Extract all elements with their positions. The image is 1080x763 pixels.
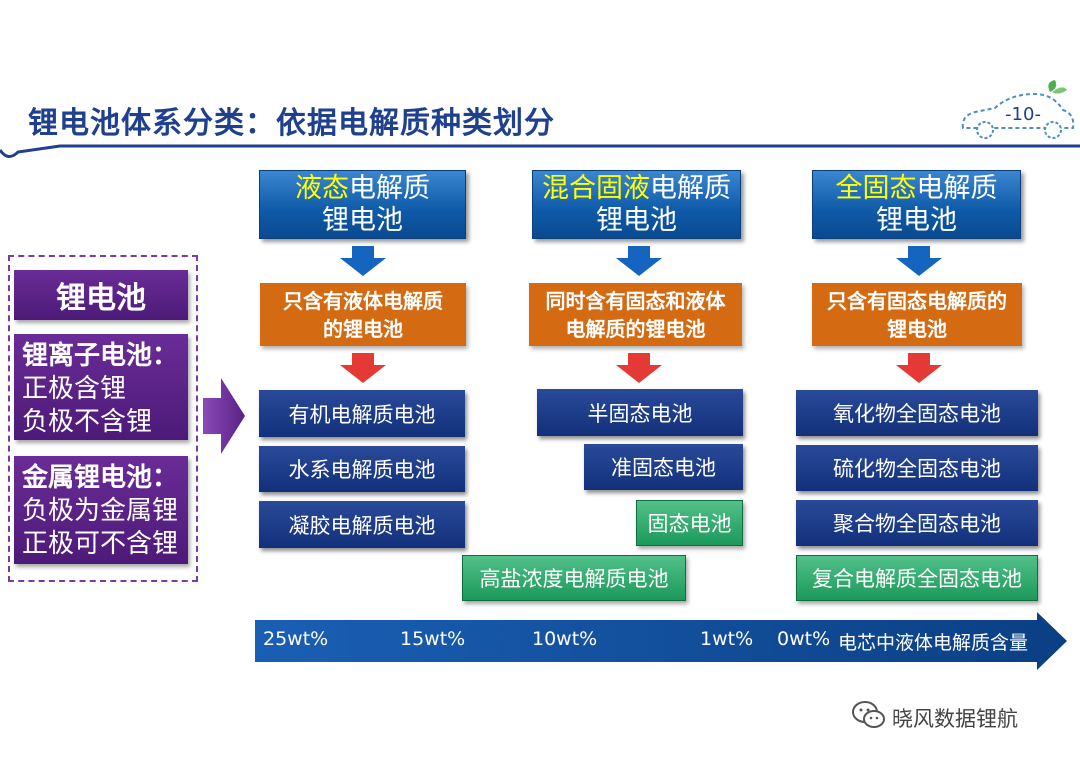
- battery-aqueous-electrolyte: 水系电解质电池: [259, 446, 465, 492]
- header-solid-rest: 电解质: [916, 172, 998, 204]
- down-arrow-icon: [340, 353, 386, 383]
- header-solid: 全固态电解质 锂电池: [812, 170, 1021, 239]
- header-hybrid-highlight: 混合固液: [542, 172, 650, 204]
- battery-oxide-solid: 氧化物全固态电池: [796, 390, 1038, 436]
- axis-tick: 25wt%: [263, 628, 329, 650]
- lithium-battery-title: 锂电池: [14, 270, 188, 320]
- header-liquid-line2: 锂电池: [322, 204, 403, 236]
- header-liquid-rest: 电解质: [349, 172, 430, 204]
- header-hybrid-line2: 锂电池: [596, 204, 677, 236]
- battery-organic-electrolyte: 有机电解质电池: [259, 390, 465, 437]
- li-metal-line2: 正极可不含锂: [22, 529, 179, 559]
- battery-semi-solid: 半固态电池: [537, 389, 743, 436]
- li-ion-heading: 锂离子电池：: [22, 341, 179, 371]
- page-number: -10-: [1005, 104, 1041, 125]
- down-arrow-icon: [616, 353, 662, 383]
- li-ion-line2: 负极不含锂: [22, 407, 153, 437]
- li-ion-box: 锂离子电池： 正极含锂 负极不含锂: [14, 334, 188, 440]
- down-arrow-icon: [896, 353, 942, 383]
- li-ion-line1: 正极含锂: [22, 374, 127, 404]
- axis-tick: 10wt%: [532, 628, 598, 650]
- header-hybrid-rest: 电解质: [650, 172, 731, 204]
- header-liquid-highlight: 液态: [295, 172, 349, 204]
- right-arrow-icon: [203, 378, 245, 454]
- car-logo-icon: [961, 80, 1075, 139]
- wechat-icon: [852, 701, 885, 728]
- battery-gel-electrolyte: 凝胶电解质电池: [259, 501, 465, 548]
- battery-polymer-solid: 聚合物全固态电池: [796, 500, 1038, 546]
- description-solid: 只含有固态电解质的锂电池: [812, 283, 1022, 346]
- battery-solid-state: 固态电池: [636, 500, 743, 546]
- battery-high-salt: 高盐浓度电解质电池: [462, 555, 686, 601]
- description-hybrid: 同时含有固态和液体电解质的锂电池: [529, 283, 742, 346]
- down-arrow-icon: [616, 246, 662, 276]
- battery-sulfide-solid: 硫化物全固态电池: [796, 445, 1038, 491]
- li-metal-line1: 负极为金属锂: [22, 496, 179, 526]
- axis-tick: 15wt%: [400, 628, 466, 650]
- header-solid-line2: 锂电池: [876, 204, 957, 236]
- battery-quasi-solid: 准固态电池: [584, 444, 743, 490]
- battery-composite-solid: 复合电解质全固态电池: [796, 555, 1038, 601]
- axis-label: 电芯中液体电解质含量: [838, 632, 1029, 654]
- axis-tick: 1wt%: [700, 628, 754, 650]
- battery-type-frame: [8, 255, 198, 582]
- down-arrow-icon: [340, 246, 386, 276]
- description-liquid: 只含有液体电解质的锂电池: [260, 283, 466, 346]
- li-metal-box: 金属锂电池： 负极为金属锂 正极可不含锂: [14, 456, 188, 564]
- li-metal-heading: 金属锂电池：: [22, 463, 179, 493]
- source-watermark: 晓风数据锂航: [892, 707, 1018, 731]
- header-divider: [0, 144, 1080, 158]
- header-solid-highlight: 全固态: [835, 172, 917, 204]
- header-hybrid: 混合固液电解质 锂电池: [532, 170, 741, 239]
- down-arrow-icon: [896, 246, 942, 276]
- axis-tick: 0wt%: [777, 628, 831, 650]
- page-title: 锂电池体系分类：依据电解质种类划分: [28, 106, 555, 141]
- header-liquid: 液态电解质 锂电池: [259, 170, 466, 239]
- liquid-content-axis-arrow: [255, 612, 1067, 670]
